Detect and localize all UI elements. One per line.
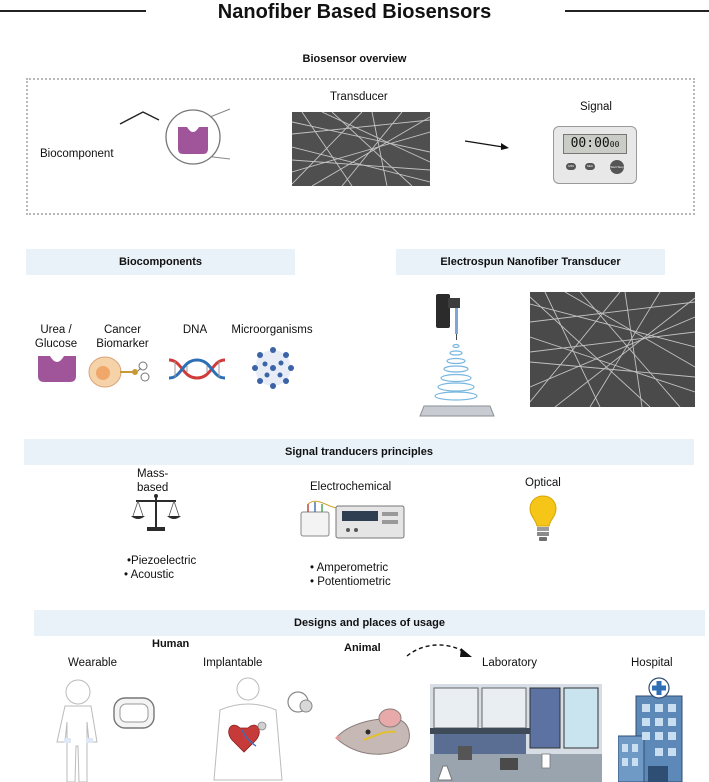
microorganism-icon: [252, 347, 294, 389]
cancer-biomarker-icon: [88, 356, 150, 388]
overview-box: [26, 78, 695, 215]
biocomponent-item-dna: DNA: [182, 324, 208, 336]
timer-device: 00:0000 MIN SEC Start Stop: [553, 126, 637, 184]
page-title: Nanofiber Based Biosensors: [217, 1, 492, 23]
transducer-heading: Electrospun Nanofiber Transducer: [396, 249, 665, 275]
dashed-arrow-icon: [406, 644, 472, 657]
biocomponent-zoom-graphic: [119, 108, 231, 165]
timer-display: 00:00: [570, 136, 610, 151]
biocomponent-label: Biocomponent: [40, 148, 114, 160]
laboratory-label: Laboratory: [482, 657, 537, 669]
urea-receptor-icon: [38, 356, 76, 382]
timer-button-sec: SEC: [585, 163, 595, 170]
rat-head-icon: [335, 708, 410, 755]
electro-item-potentiometric: • Potentiometric: [310, 576, 391, 588]
implantable-label: Implantable: [203, 657, 263, 669]
dna-icon: [168, 358, 226, 380]
principles-heading: Signal tranducers principles: [24, 439, 694, 465]
transducer-label: Transducer: [330, 91, 388, 103]
timer-button-start: Start Stop: [610, 160, 624, 174]
electrospinning-setup-icon: [419, 294, 495, 417]
timer-screen: 00:0000: [563, 134, 627, 154]
timer-display-small: 00: [609, 140, 620, 149]
arrow-to-signal: [464, 140, 509, 150]
balance-scale-icon: [131, 494, 181, 531]
usage-heading: Designs and places of usage: [34, 610, 705, 636]
mass-based-label: Mass-based: [137, 468, 169, 494]
human-label: Human: [152, 638, 190, 650]
biocomponents-heading: Biocomponents: [26, 249, 295, 275]
biocomponent-item-microorganisms: Microorganisms: [231, 324, 313, 336]
biocomponent-item-cancer: Cancer Biomarker: [96, 324, 149, 350]
hospital-label: Hospital: [631, 657, 673, 669]
optical-label: Optical: [525, 477, 561, 489]
mass-item-piezoelectric: •Piezoelectric: [127, 555, 197, 567]
implantable-man-icon: [213, 677, 313, 781]
potentiostat-icon: [300, 500, 405, 539]
wearable-child-icon: [56, 679, 155, 782]
title-rule-left: [0, 10, 146, 12]
wearable-label: Wearable: [68, 657, 118, 669]
nanofiber-image-large: [530, 292, 695, 407]
nanofiber-image-small: [292, 112, 430, 186]
signal-label: Signal: [580, 101, 612, 113]
electro-item-amperometric: • Amperometric: [310, 562, 389, 574]
title-rule-right: [565, 10, 709, 12]
laboratory-scene-icon: [430, 684, 602, 782]
light-bulb-icon: [529, 495, 557, 541]
electrochemical-label: Electrochemical: [310, 481, 392, 493]
hospital-building-icon: [618, 677, 683, 782]
animal-label: Animal: [344, 642, 381, 654]
timer-button-min: MIN: [566, 163, 576, 170]
mass-item-acoustic: • Acoustic: [124, 569, 175, 581]
overview-heading: Biosensor overview: [302, 53, 407, 65]
biocomponent-item-urea: Urea / Glucose: [34, 324, 78, 350]
